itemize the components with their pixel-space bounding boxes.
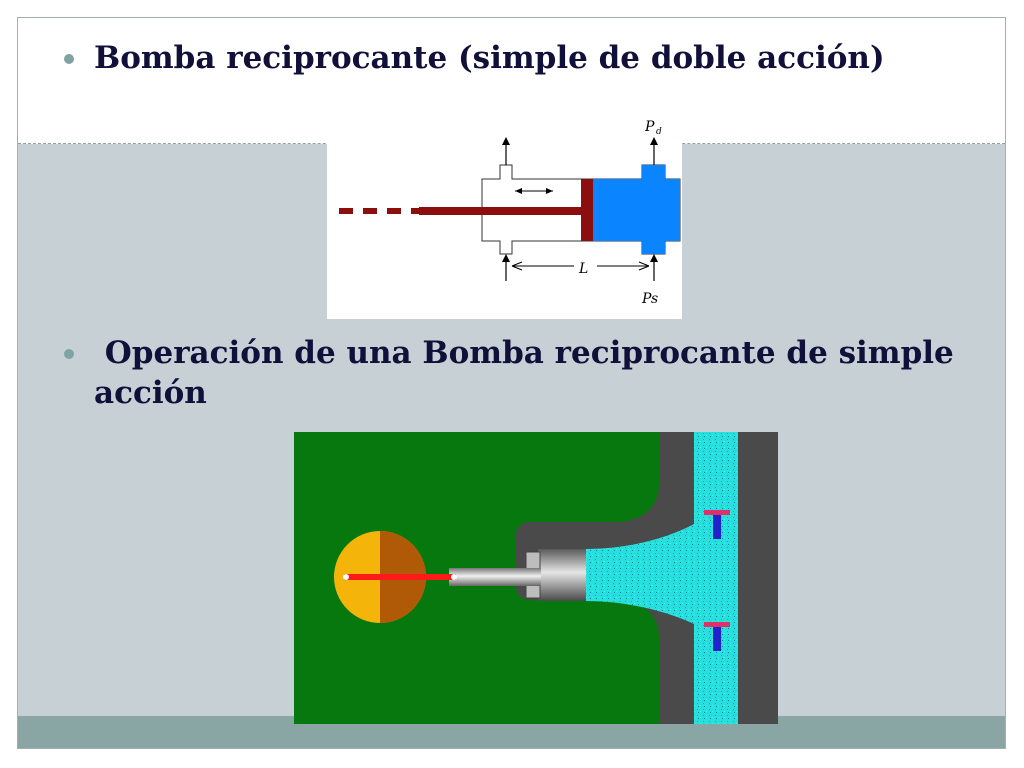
vertical-pipe-water (694, 432, 738, 724)
discharge-pressure-subscript: d (656, 127, 662, 137)
pump-operation-animation (294, 432, 778, 724)
bullet-marker-2 (64, 349, 74, 359)
pump-schematic-diagram: L P d Ps (327, 113, 682, 319)
piston (581, 179, 593, 241)
piston-rod-animated (449, 568, 541, 586)
fluid-chamber (593, 165, 680, 254)
pump-cylinder (538, 549, 586, 601)
suction-valve (704, 622, 730, 627)
discharge-pressure-label: P (644, 119, 655, 135)
suction-pressure-label: Ps (641, 291, 658, 307)
piston-rod (419, 207, 581, 215)
bullet-text-2: Operación de una Bomba reciprocante de s… (94, 335, 965, 411)
discharge-valve (704, 510, 730, 515)
bullet-text-1: Bomba reciprocante (simple de doble acci… (94, 40, 885, 76)
bullet-marker-1 (64, 54, 74, 64)
connecting-rod (344, 574, 456, 580)
stroke-length-label: L (578, 261, 588, 277)
chamber-water (586, 524, 694, 624)
